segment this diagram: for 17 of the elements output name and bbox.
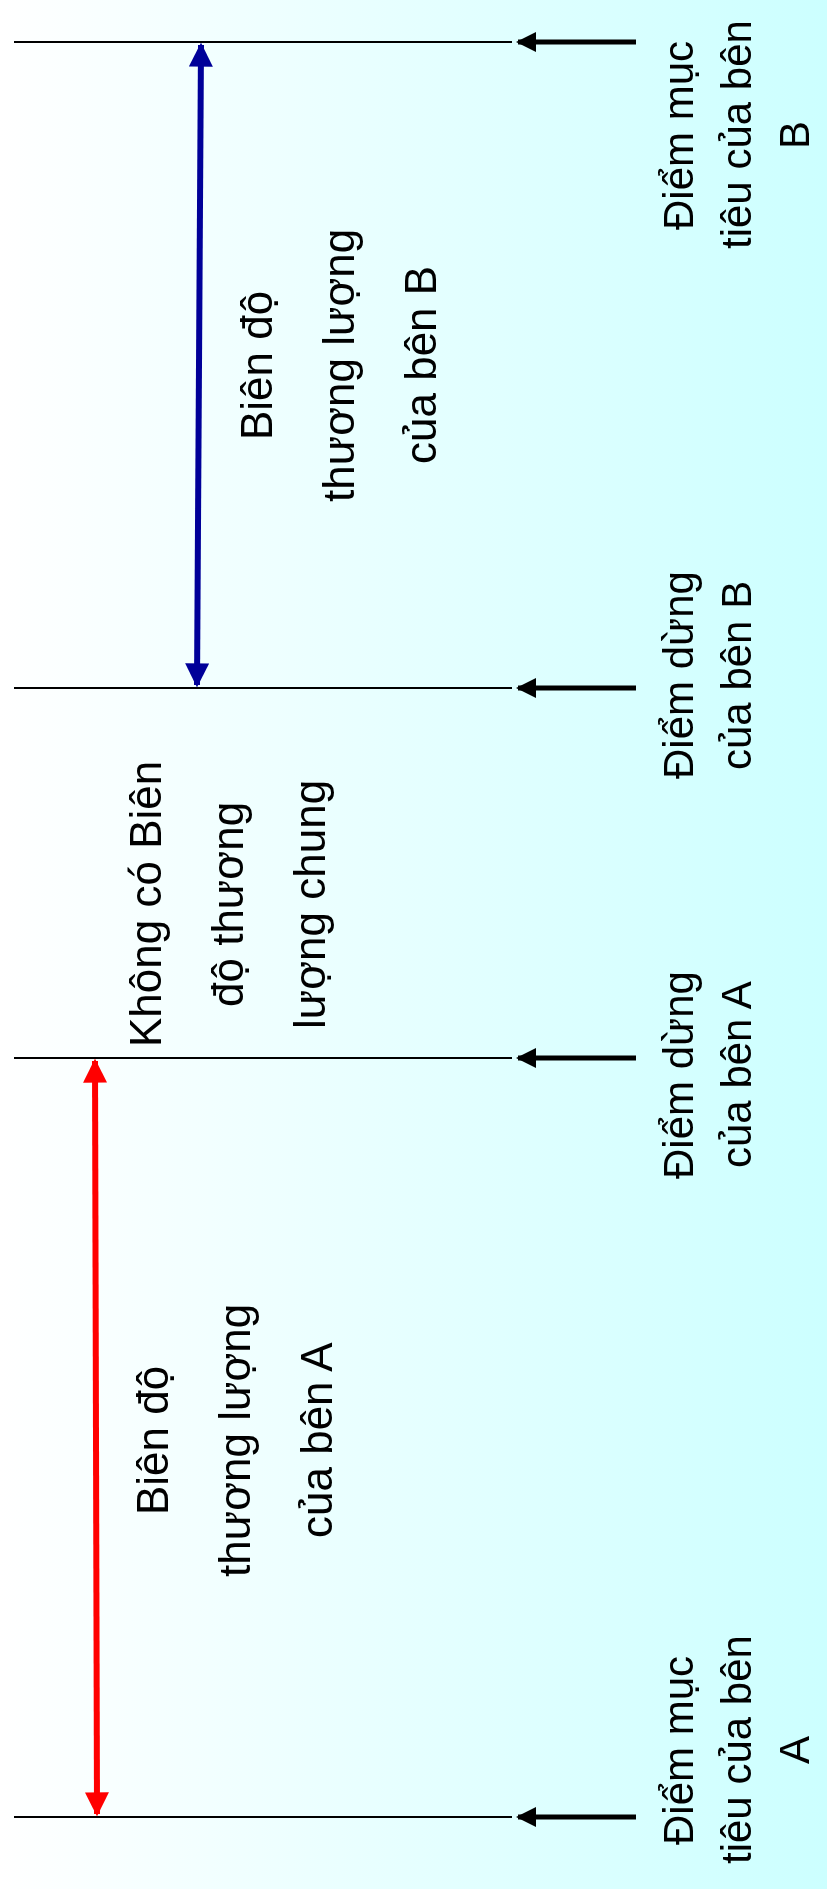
double-arrow [83,1058,109,1817]
point-label: Điểm dừng của bên B [650,550,766,800]
point-label: Điểm mục tiêu của bên A [650,1625,824,1875]
arrow [516,678,636,698]
range-label: Biên độ thương lượng của bên A [127,1302,342,1579]
range-label: Biên độ thương lượng của bên B [231,227,446,504]
reference-line [14,41,512,43]
arrow [516,32,636,52]
point-label: Điểm dừng của bên A [650,950,766,1200]
note-text: Không có Biên độ thương lượng chung [120,759,335,1050]
reference-line [14,1816,512,1818]
reference-line [14,687,512,689]
point-label: Điểm mục tiêu của bên B [650,10,824,260]
arrow [516,1048,636,1068]
double-arrow [185,42,213,688]
reference-line [14,1057,512,1059]
arrow [516,1807,636,1827]
